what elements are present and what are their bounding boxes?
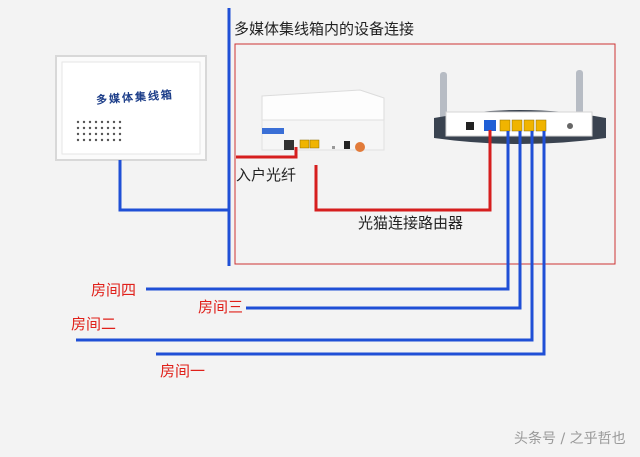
media-cabinet — [55, 55, 207, 161]
modem-router-label: 光猫连接路由器 — [358, 214, 464, 232]
router — [434, 70, 606, 144]
optical-modem — [261, 89, 385, 152]
room4-label: 房间四 — [91, 281, 137, 299]
modem-power-port — [284, 140, 294, 150]
modem-router-cable — [314, 130, 492, 212]
red-cables — [236, 130, 492, 212]
cabinet-cable — [118, 160, 229, 212]
cabinet-vent-grid — [76, 120, 122, 142]
router-wan-port — [484, 120, 496, 131]
room4-cable — [146, 131, 510, 291]
room2-cable — [76, 131, 534, 342]
fiber-label: 入户光纤 — [236, 166, 297, 184]
room2-label: 房间二 — [71, 315, 117, 333]
fiber-port — [355, 142, 365, 152]
room1-cable — [156, 131, 546, 356]
box-title: 多媒体集线箱内的设备连接 — [234, 20, 415, 38]
watermark: 头条号 / 之乎哲也 — [514, 431, 626, 447]
fiber-cable — [236, 147, 298, 159]
cabinet-interior-frame — [234, 43, 616, 265]
room3-label: 房间三 — [198, 298, 244, 316]
blue-cables — [76, 8, 546, 356]
room3-cable — [246, 131, 522, 310]
room1-label: 房间一 — [160, 362, 206, 380]
